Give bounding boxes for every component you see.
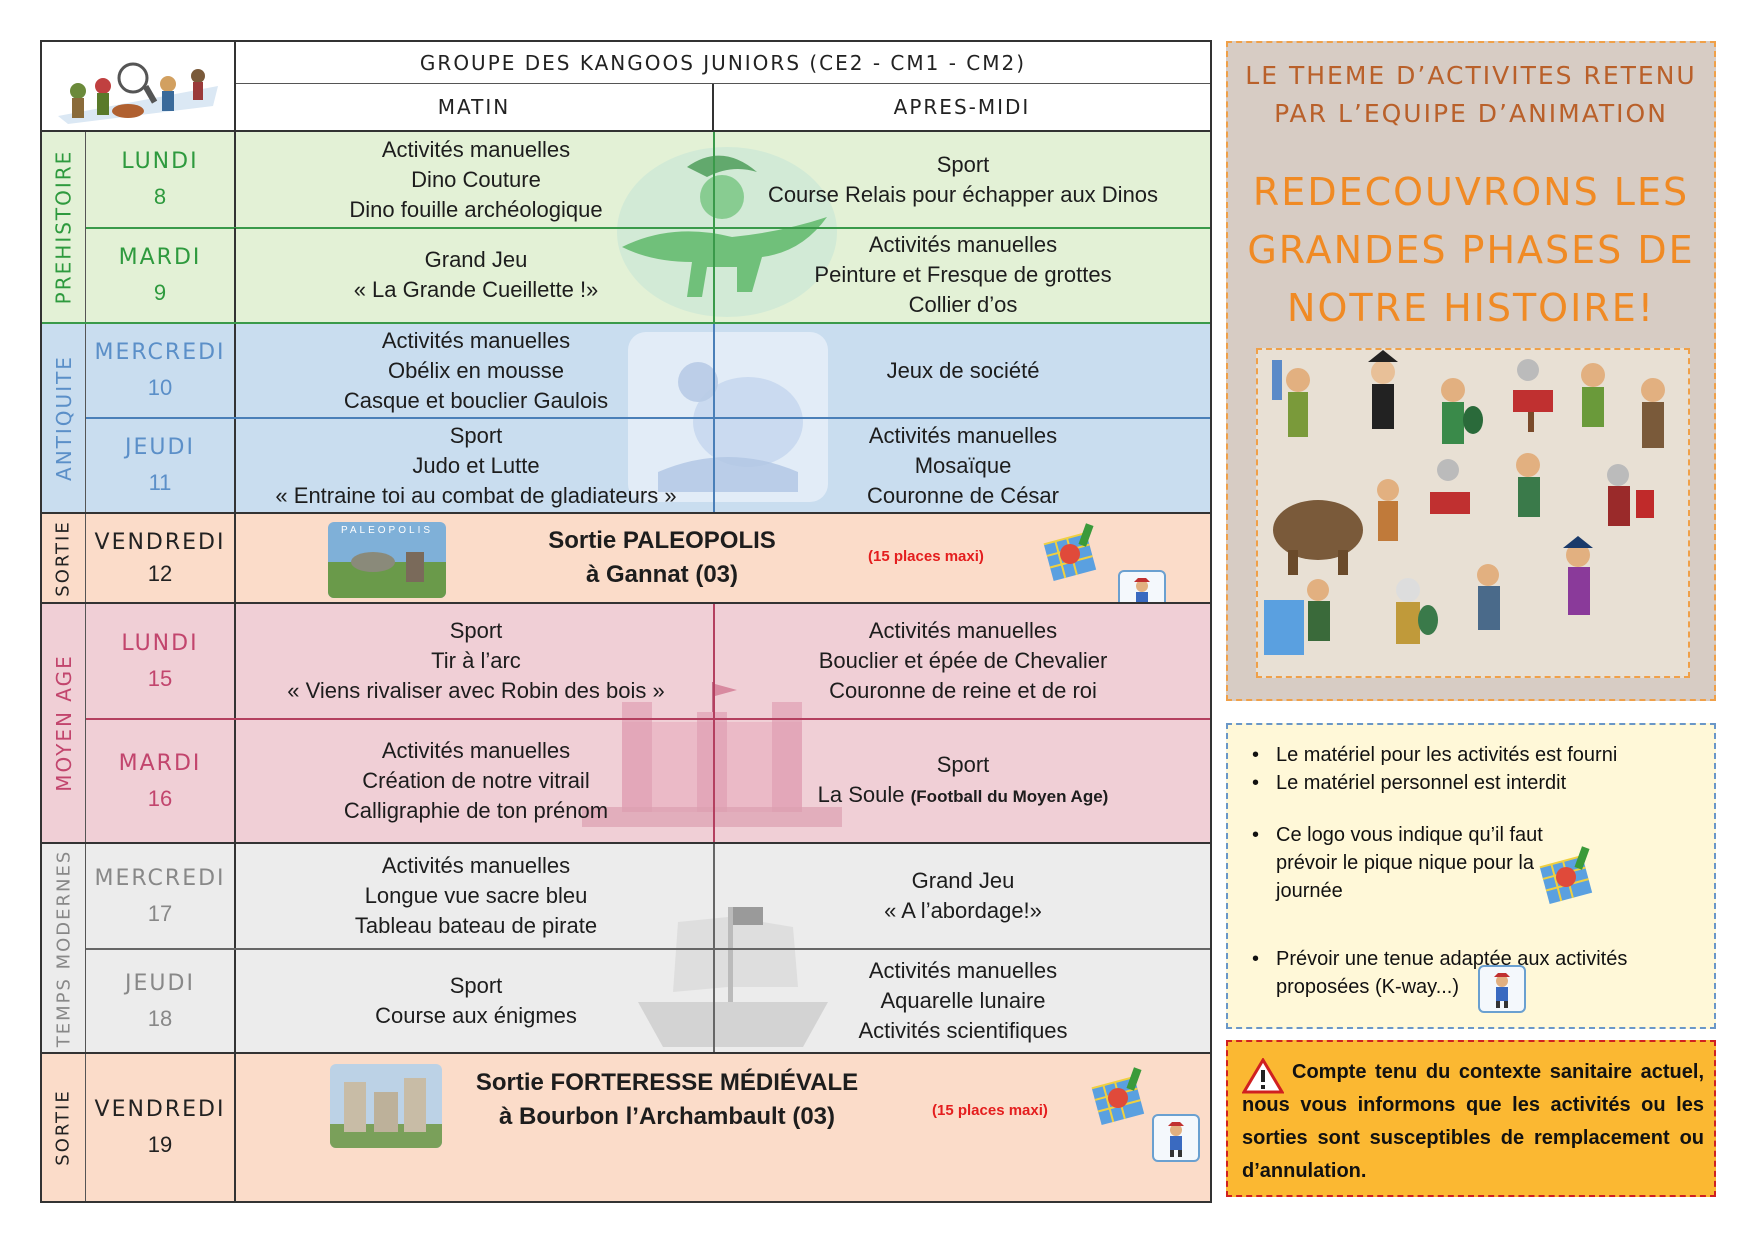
kway-icon [1478, 965, 1526, 1013]
theme-label-sortie-1: SORTIE [42, 514, 86, 602]
theme-label-prehistoire: PREHISTOIRE [42, 132, 86, 322]
info-item: Ce logo vous indique qu’il faut prévoir … [1246, 821, 1701, 905]
divider [42, 322, 1210, 324]
picnic-icon [1091, 1067, 1145, 1126]
day-cell-mercredi-17: MERCREDI 17 [86, 844, 236, 948]
column-header-morning: MATIN [236, 84, 714, 132]
day-cell-mercredi-10: MERCREDI 10 [86, 324, 236, 417]
activity-mercredi-17-afternoon: Grand Jeu« A l’abordage!» [884, 868, 1042, 923]
divider [713, 324, 715, 512]
warning-icon [1242, 1058, 1284, 1094]
band-sortie-19 [42, 1054, 1210, 1201]
group-title: GROUPE DES KANGOOS JUNIORS (CE2 - CM1 - … [236, 42, 1210, 84]
picnic-icon [1539, 846, 1593, 905]
castle-illustration-icon [582, 682, 842, 827]
fortress-photo [330, 1064, 442, 1148]
info-item: Le matériel personnel est interdit [1246, 769, 1701, 797]
divider [42, 842, 1210, 844]
theme-label-sortie-2: SORTIE [42, 1054, 86, 1201]
warning-panel: Compte tenu du contexte sanitaire actuel… [1226, 1040, 1716, 1197]
info-item: Le matériel pour les activités est fourn… [1246, 741, 1701, 769]
kway-icon [1118, 570, 1166, 618]
divider [42, 512, 1210, 514]
activity-mardi-9-morning: Grand Jeu« La Grande Cueillette !» [353, 247, 599, 302]
divider [42, 1052, 1210, 1054]
history-characters-illustration [1256, 348, 1690, 678]
kway-icon [1152, 1114, 1200, 1162]
column-header-afternoon: APRES-MIDI [714, 84, 1210, 132]
theme-panel: LE THEME D’ACTIVITES RETENU PAR L’EQUIPE… [1226, 41, 1716, 701]
activity-mardi-16-afternoon: Sport La Soule (Football du Moyen Age) [817, 752, 1109, 807]
theme-label-temps-modernes: TEMPS MODERNES [42, 844, 86, 1052]
day-cell-vendredi-12: VENDREDI 12 [86, 514, 236, 602]
schedule-table: GROUPE DES KANGOOS JUNIORS (CE2 - CM1 - … [40, 40, 1212, 1203]
day-cell-mardi-16: MARDI 16 [86, 720, 236, 842]
divider [86, 948, 1210, 950]
paleopolis-logo-text: PALEOPOLIS [340, 525, 434, 536]
day-cell-lundi-15: LUNDI 15 [86, 604, 236, 718]
divider [42, 602, 1210, 604]
theme-intro: LE THEME D’ACTIVITES RETENU PAR L’EQUIPE… [1245, 61, 1697, 128]
history-characters-icon [1264, 350, 1665, 655]
kangoos-logo-icon [58, 62, 218, 124]
info-list: Le matériel pour les activités est fourn… [1246, 741, 1701, 1001]
places-note-12: (15 places maxi) [868, 548, 984, 565]
divider [86, 718, 1210, 720]
theme-label-moyen-age: MOYEN AGE [42, 604, 86, 842]
header-logo [42, 42, 236, 132]
warning-text: Compte tenu du contexte sanitaire actuel… [1242, 1061, 1704, 1182]
places-note-19: (15 places maxi) [932, 1102, 1048, 1119]
day-cell-mardi-9: MARDI 9 [86, 228, 236, 322]
divider [713, 604, 715, 842]
divider [713, 844, 715, 1052]
dinosaur-illustration-icon [617, 147, 837, 317]
activity-mercredi-10-afternoon: Jeux de société [886, 357, 1040, 383]
day-cell-jeudi-18: JEUDI 18 [86, 950, 236, 1052]
day-cell-lundi-8: LUNDI 8 [86, 132, 236, 227]
divider [86, 227, 1210, 229]
paleopolis-photo: PALEOPOLIS [328, 522, 446, 598]
day-cell-vendredi-19: VENDREDI 19 [86, 1054, 236, 1201]
divider [713, 132, 715, 322]
band-sortie-12 [42, 514, 1210, 602]
theme-title: REDECOUVRONS LES GRANDES PHASES DE NOTRE… [1247, 170, 1695, 330]
day-cell-jeudi-11: JEUDI 11 [86, 419, 236, 512]
info-item: Prévoir une tenue adaptée aux activités … [1246, 945, 1701, 1001]
theme-label-antiquite: ANTIQUITE [42, 324, 86, 512]
info-panel: Le matériel pour les activités est fourn… [1226, 723, 1716, 1029]
picnic-icon [1043, 523, 1097, 582]
divider [86, 417, 1210, 419]
